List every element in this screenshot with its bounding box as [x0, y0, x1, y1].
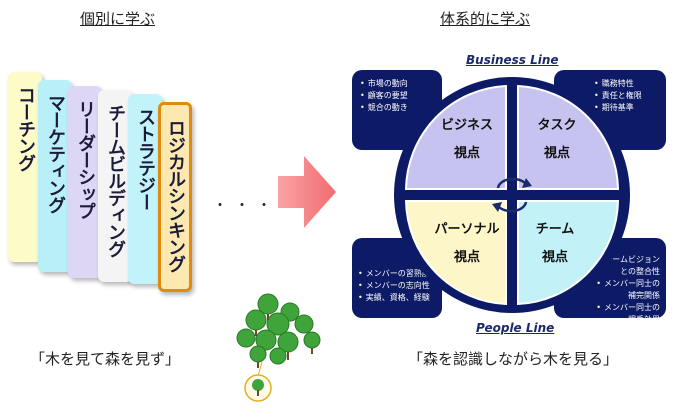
people-line-label: People Line — [476, 321, 555, 335]
list-item: 顧客の要望 — [360, 90, 436, 102]
card-team-building: チームビルディング — [98, 90, 132, 282]
list-item: 市場の動向 — [360, 78, 436, 90]
list-item: メンバーの習熟度 — [358, 268, 436, 280]
quadrant-business-label: ビジネス 視点 — [440, 118, 493, 161]
box-business-details: 市場の動向 顧客の要望 競合の動き — [352, 70, 442, 150]
left-caption: 「木を見て森を見ず」 — [30, 350, 181, 368]
card-marketing: マーケティング — [38, 80, 72, 272]
list-item: メンバー同士の相乗効果 — [590, 302, 660, 326]
list-item: 職務特性 — [594, 78, 660, 90]
card-coaching: コーチング — [8, 72, 42, 262]
quadrant-task — [517, 84, 620, 190]
list-item: チームビジョンとの整合性 — [590, 254, 660, 278]
list-item: 期待基準 — [594, 102, 660, 114]
quadrant-team-label: チーム 視点 — [535, 222, 575, 265]
quadrant-personal-label: パーソナル 視点 — [434, 222, 500, 265]
business-line-label: Business Line — [466, 53, 559, 67]
right-arrow-icon — [278, 156, 336, 228]
cycle-arrows-icon — [496, 177, 528, 213]
quadrant-personal — [404, 200, 507, 306]
list-item: 責任と権限 — [594, 90, 660, 102]
forest-illustration — [236, 293, 321, 402]
box-personal-details: メンバーの習熟度 メンバーの志向性 実績、資格、経験 — [352, 238, 442, 318]
right-caption: 「森を認識しながら木を見る」 — [408, 350, 619, 368]
card-leadership: リーダーシップ — [68, 86, 102, 278]
list-item: メンバーの志向性 — [358, 280, 436, 292]
ellipsis: ・・・ — [213, 198, 279, 214]
list-item: 実績、資格、経験 — [358, 292, 436, 304]
left-heading: 個別に学ぶ — [80, 10, 156, 28]
card-logical-thinking: ロジカルシンキング — [158, 102, 192, 292]
four-perspectives-circle — [394, 77, 630, 313]
quadrant-business — [404, 84, 507, 190]
list-item: 競合の動き — [360, 102, 436, 114]
right-heading: 体系的に学ぶ — [440, 10, 531, 28]
card-strategy: ストラテジー — [128, 94, 162, 284]
quadrant-task-label: タスク 視点 — [537, 118, 577, 161]
list-item: メンバー同士の補完関係 — [590, 278, 660, 302]
quadrant-team — [517, 200, 620, 306]
